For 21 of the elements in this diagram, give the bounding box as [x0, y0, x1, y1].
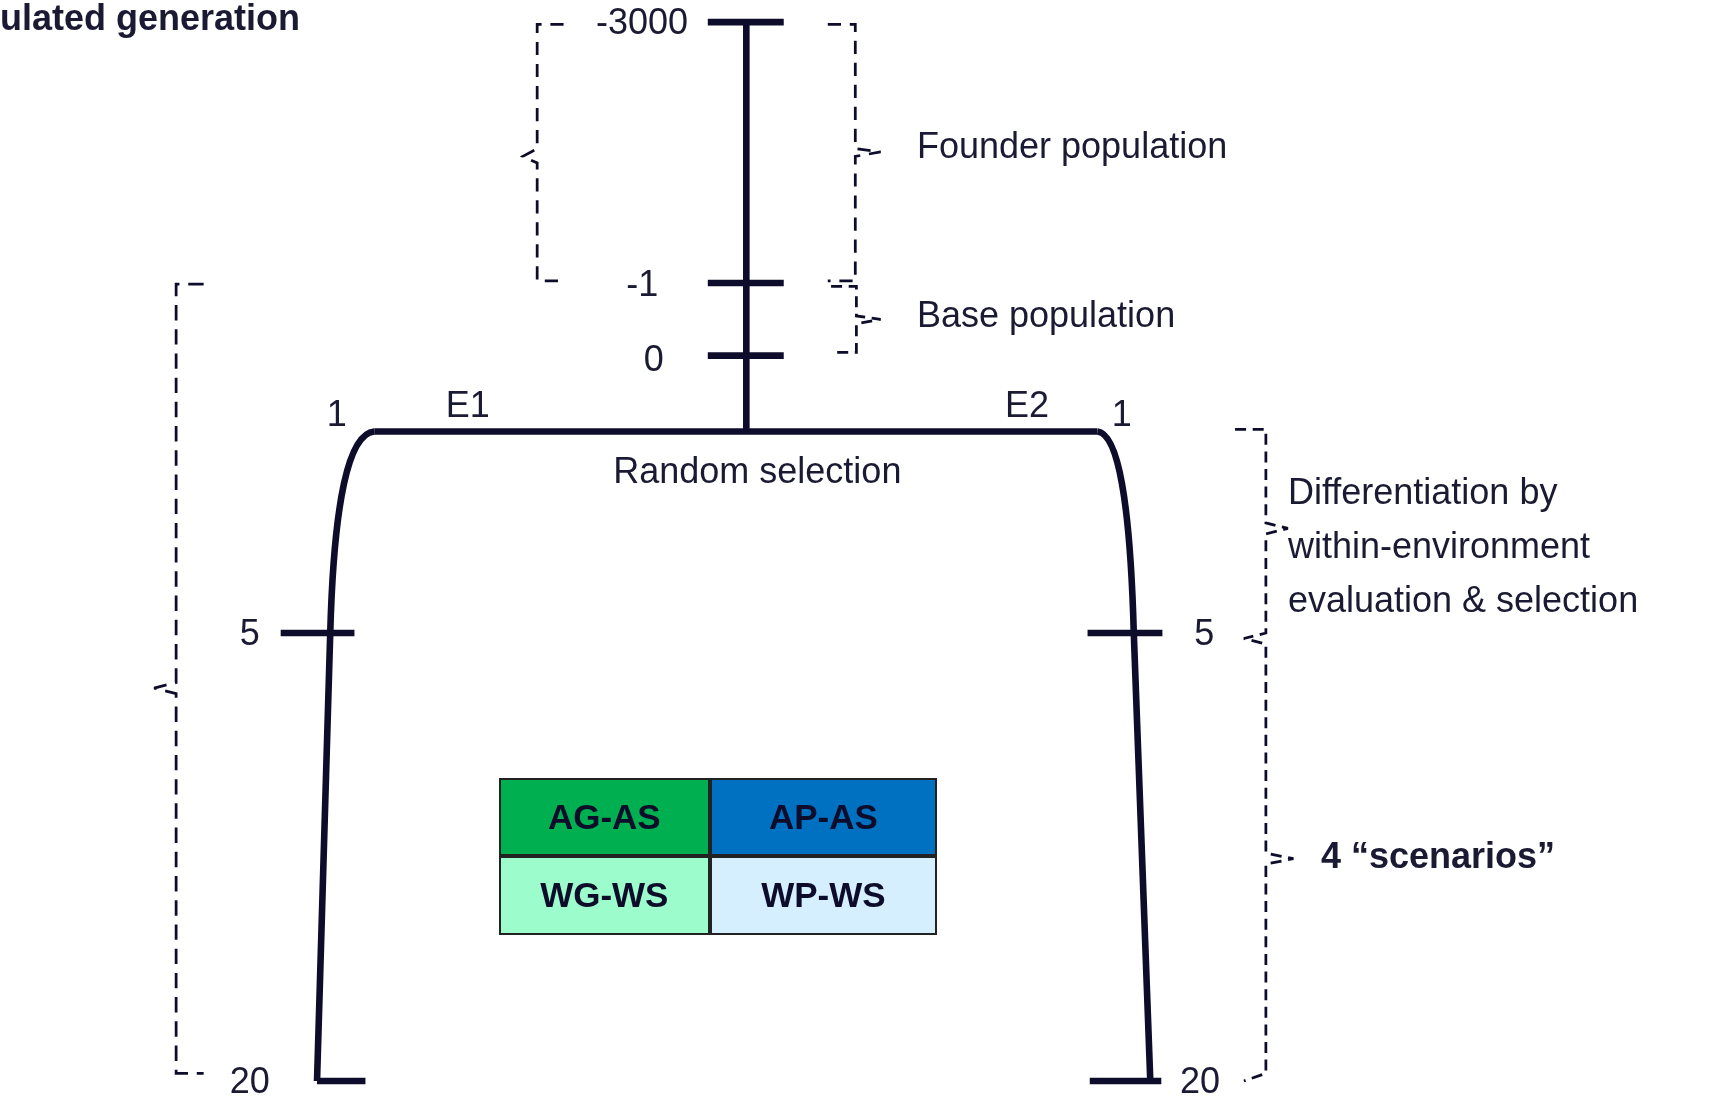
axis-label: 20	[229, 1058, 270, 1102]
axis-label: 5	[1194, 610, 1215, 655]
axis-label: E1	[445, 383, 490, 428]
table-cell: WG-WS	[498, 856, 710, 935]
axis-label: Differentiation by within-environment evaluation & selection	[1287, 469, 1640, 622]
title: ulated generation	[0, 0, 301, 36]
axis-label: Base population	[916, 292, 1176, 337]
axis-label: 1	[1111, 391, 1132, 436]
axis-label: 1	[326, 391, 347, 436]
axis-label: -1	[626, 262, 659, 306]
table-cell: AP-AS	[710, 778, 937, 857]
axis-label: Founder population	[916, 124, 1228, 169]
table-cell: AG-AS	[498, 778, 710, 857]
axis-label: 0	[643, 336, 664, 381]
axis-label: -3000	[595, 0, 688, 44]
axis-label: 5	[239, 610, 260, 655]
axis-label: Random selection	[613, 449, 902, 494]
axis-label: 20	[1180, 1058, 1221, 1102]
table-cell: WP-WS	[710, 856, 937, 935]
axis-label: E2	[1005, 383, 1050, 428]
axis-label: 4 “scenarios”	[1320, 834, 1556, 879]
